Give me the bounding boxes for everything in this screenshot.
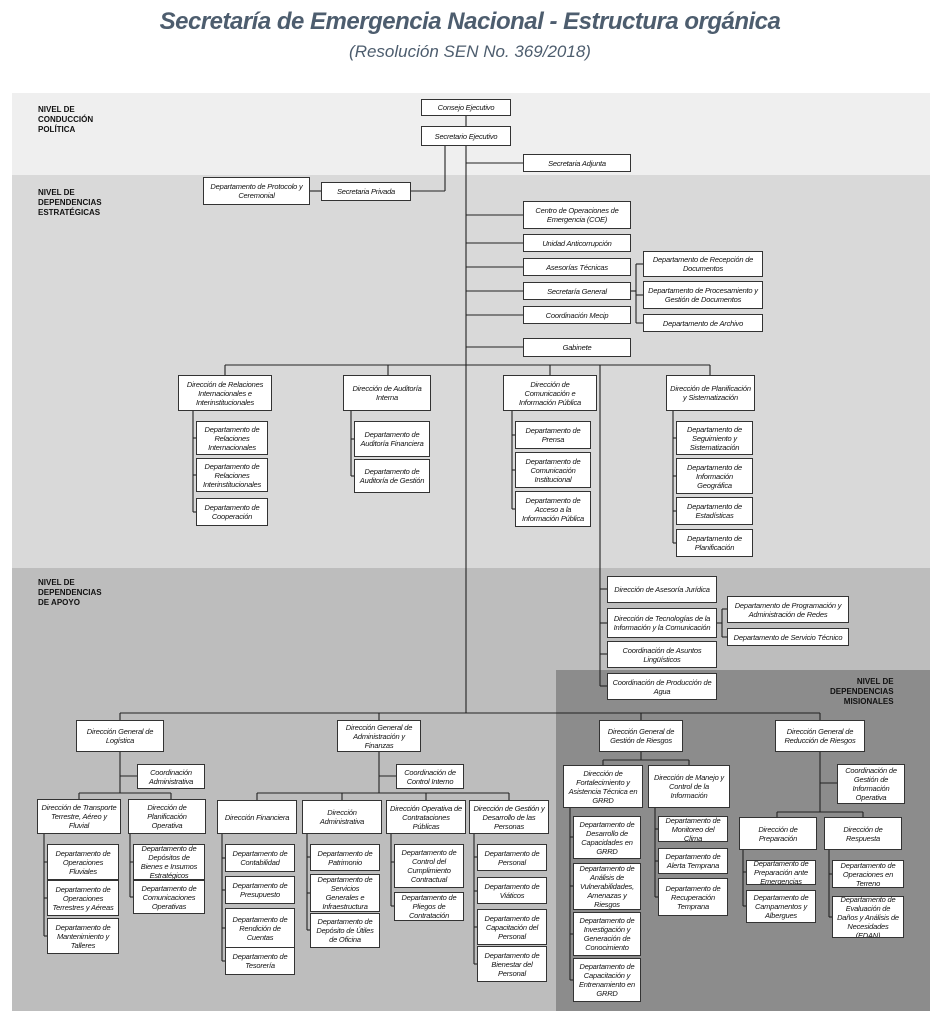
planificacion-dept-box: Departamento de Planificación xyxy=(676,529,753,557)
asesorias-tecnicas-box: Asesorías Técnicas xyxy=(523,258,631,276)
relaciones-direccion-box: Dirección de Relaciones Internacionales … xyxy=(178,375,272,411)
administracion-direccion-box: Dirección General de Administración y Fi… xyxy=(337,720,421,752)
secretaria-adjunta-box: Secretaria Adjunta xyxy=(523,154,631,172)
chart-title: Secretaría de Emergencia Nacional - Estr… xyxy=(159,8,781,35)
tesoreria-box: Departamento de Tesorería xyxy=(225,947,295,975)
level-label-estrategicas: NIVEL DE DEPENDENCIAS ESTRATÉGICAS xyxy=(38,188,102,217)
manejo-informacion-direccion-box: Dirección de Manejo y Control de la Info… xyxy=(648,765,730,808)
seguimiento-box: Departamento de Seguimiento y Sistematiz… xyxy=(676,421,753,455)
procesamiento-documentos-box: Departamento de Procesamiento y Gestión … xyxy=(643,281,763,309)
auditoria-direccion-box: Dirección de Auditoría Interna xyxy=(343,375,431,411)
cooperacion-box: Departamento de Cooperación xyxy=(196,498,268,526)
bienestar-personal-box: Departamento de Bienestar del Personal xyxy=(477,946,547,982)
depositos-bienes-box: Departamento de Depósitos de Bienes e In… xyxy=(133,844,205,880)
servicio-tecnico-box: Departamento de Servicio Técnico xyxy=(727,628,849,646)
planificacion-direccion-box: Dirección de Planificación y Sistematiza… xyxy=(666,375,755,411)
secretaria-privada-box: Secretaria Privada xyxy=(321,182,411,201)
operaciones-fluviales-box: Departamento de Operaciones Fluviales xyxy=(47,844,119,880)
band-estrategicas xyxy=(12,175,930,568)
estadisticas-box: Departamento de Estadísticas xyxy=(676,497,753,525)
monitoreo-clima-box: Departamento de Monitoreo del Clima xyxy=(658,816,728,842)
relaciones-interinstitucionales-box: Departamento de Relaciones Interinstituc… xyxy=(196,458,268,492)
presupuesto-box: Departamento de Presupuesto xyxy=(225,876,295,904)
gestion-riesgos-direccion-box: Dirección General de Gestión de Riesgos xyxy=(599,720,683,752)
fortalecimiento-direccion-box: Dirección de Fortalecimiento y Asistenci… xyxy=(563,765,643,808)
viaticos-box: Departamento de Viáticos xyxy=(477,877,547,904)
reduccion-riesgos-direccion-box: Dirección General de Reducción de Riesgo… xyxy=(775,720,865,752)
auditoria-gestion-box: Departamento de Auditoría de Gestión xyxy=(354,459,430,493)
rendicion-cuentas-box: Departamento de Rendición de Cuentas xyxy=(225,908,295,948)
asuntos-linguisticos-box: Coordinación de Asuntos Lingüísticos xyxy=(607,641,717,668)
contabilidad-box: Departamento de Contabilidad xyxy=(225,844,295,872)
financiera-direccion-box: Dirección Financiera xyxy=(217,800,297,834)
mantenimiento-box: Departamento de Mantenimiento y Talleres xyxy=(47,918,119,954)
consejo-ejecutivo-box: Consejo Ejecutivo xyxy=(421,99,511,116)
capacitacion-grrd-box: Departamento de Capacitación y Entrenami… xyxy=(573,958,641,1002)
archivo-box: Departamento de Archivo xyxy=(643,314,763,332)
utiles-oficina-box: Departamento de Depósito de Útiles de Of… xyxy=(310,913,380,948)
informacion-geografica-box: Departamento de Información Geográfica xyxy=(676,458,753,494)
acceso-informacion-box: Departamento de Acceso a la Información … xyxy=(515,491,591,527)
servicios-generales-box: Departamento de Servicios Generales e In… xyxy=(310,874,380,912)
preparacion-emergencias-box: Departamento de Preparación ante Emergen… xyxy=(746,860,816,885)
recuperacion-temprana-box: Departamento de Recuperación Temprana xyxy=(658,878,728,916)
gabinete-box: Gabinete xyxy=(523,338,631,357)
redes-box: Departamento de Programación y Administr… xyxy=(727,596,849,623)
secretario-ejecutivo-box: Secretario Ejecutivo xyxy=(421,126,511,146)
comunicacion-institucional-box: Departamento de Comunicación Institucion… xyxy=(515,452,591,488)
operaciones-terreno-box: Departamento de Operaciones en Terreno xyxy=(832,860,904,888)
vulnerabilidades-box: Departamento de Análisis de Vulnerabilid… xyxy=(573,863,641,910)
comunicaciones-operativas-box: Departamento de Comunicaciones Operativa… xyxy=(133,880,205,914)
control-interno-box: Coordinación de Control Interno xyxy=(396,764,464,789)
level-label-conduccion: NIVEL DE CONDUCCIÓN POLÍTICA xyxy=(38,105,94,134)
investigacion-box: Departamento de Investigación y Generaci… xyxy=(573,912,641,956)
desarrollo-capacidades-box: Departamento de Desarrollo de Capacidade… xyxy=(573,816,641,859)
contrataciones-direccion-box: Dirección Operativa de Contrataciones Pú… xyxy=(386,800,466,834)
prensa-box: Departamento de Prensa xyxy=(515,421,591,449)
auditoria-financiera-box: Departamento de Auditoría Financiera xyxy=(354,421,430,457)
personas-direccion-box: Dirección de Gestión y Desarrollo de las… xyxy=(469,800,549,834)
level-label-misionales: NIVEL DE DEPENDENCIAS MISIONALES xyxy=(830,677,894,706)
chart-subtitle: (Resolución SEN No. 369/2018) xyxy=(349,42,591,61)
campamentos-albergues-box: Departamento de Campamentos y Albergues xyxy=(746,890,816,923)
anticorrupcion-box: Unidad Anticorrupción xyxy=(523,234,631,252)
preparacion-direccion-box: Dirección de Preparación xyxy=(739,817,817,850)
informacion-operativa-box: Coordinación de Gestión de Información O… xyxy=(837,764,905,804)
recepcion-documentos-box: Departamento de Recepción de Documentos xyxy=(643,251,763,277)
pliegos-contratacion-box: Departamento de Pliegos de Contratación xyxy=(394,892,464,921)
planificacion-operativa-box: Dirección de Planificación Operativa xyxy=(128,799,206,834)
level-label-apoyo: NIVEL DE DEPENDENCIAS DE APOYO xyxy=(38,578,102,607)
comunicacion-direccion-box: Dirección de Comunicación e Información … xyxy=(503,375,597,411)
operaciones-terrestres-box: Departamento de Operaciones Terrestres y… xyxy=(47,880,119,916)
respuesta-direccion-box: Dirección de Respuesta xyxy=(824,817,902,850)
transporte-direccion-box: Dirección de Transporte Terrestre, Aéreo… xyxy=(37,799,121,834)
administrativa-direccion-box: Dirección Administrativa xyxy=(302,800,382,834)
protocolo-box: Departamento de Protocolo y Ceremonial xyxy=(203,177,310,205)
secretaria-general-box: Secretaría General xyxy=(523,282,631,300)
asesoria-juridica-box: Dirección de Asesoría Jurídica xyxy=(607,576,717,603)
personal-box: Departamento de Personal xyxy=(477,844,547,871)
patrimonio-box: Departamento de Patrimonio xyxy=(310,844,380,871)
edan-box: Departamento de Evaluación de Daños y An… xyxy=(832,896,904,938)
capacitacion-personal-box: Departamento de Capacitación del Persona… xyxy=(477,909,547,945)
alerta-temprana-box: Departamento de Alerta Temprana xyxy=(658,848,728,874)
produccion-agua-box: Coordinación de Producción de Agua xyxy=(607,673,717,700)
tic-box: Dirección de Tecnologías de la Informaci… xyxy=(607,608,717,638)
cumplimiento-contractual-box: Departamento de Control del Cumplimiento… xyxy=(394,844,464,888)
coordinacion-administrativa-box: Coordinación Administrativa xyxy=(137,764,205,789)
coordinacion-mecip-box: Coordinación Mecip xyxy=(523,306,631,324)
logistica-direccion-box: Dirección General de Logística xyxy=(76,720,164,752)
relaciones-internacionales-box: Departamento de Relaciones Internacional… xyxy=(196,421,268,455)
coe-box: Centro de Operaciones de Emergencia (COE… xyxy=(523,201,631,229)
